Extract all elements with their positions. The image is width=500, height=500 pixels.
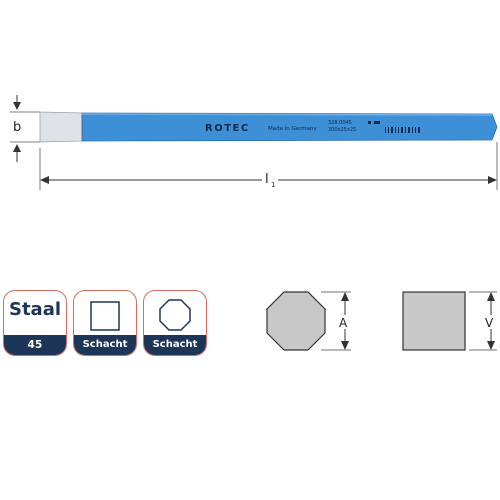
square-dim-label: V — [485, 316, 494, 330]
octagon-shaft-badge: Schacht — [143, 290, 207, 356]
steel-title: Staal — [8, 299, 62, 320]
octagon-dim-label: A — [339, 316, 348, 330]
square-section — [402, 291, 466, 351]
size-text: 300x25x25 — [328, 127, 356, 133]
octagon-shaft-icon — [159, 299, 191, 331]
chisel-blade — [39, 111, 83, 143]
brand-text: ROTEC — [205, 123, 250, 134]
steel-grade: 45 CrMoV7 — [4, 335, 66, 355]
article-number: 328.0045 — [328, 120, 352, 126]
square-profile: V — [402, 291, 498, 351]
b-dim-label: b — [13, 120, 21, 135]
octagon-section — [266, 291, 326, 351]
square-shaft-badge: Schacht — [73, 290, 137, 356]
square-shaft-icon — [90, 301, 120, 331]
l1-dim-label: l — [265, 172, 269, 187]
octagon-shaft-label: Schacht — [144, 335, 206, 355]
barcode-icon — [385, 127, 420, 133]
l1-dim-subscript: 1 — [271, 181, 275, 189]
chisel-drawing: b ROTEC Made in Germany 328.0045 300x25x… — [10, 95, 498, 190]
steel-badge: Staal 45 CrMoV7 — [3, 290, 67, 356]
made-in-text: Made in Germany — [268, 126, 318, 132]
square-shaft-label: Schacht — [74, 335, 136, 355]
octagon-profile: A — [266, 291, 352, 351]
chisel-body — [81, 112, 498, 142]
